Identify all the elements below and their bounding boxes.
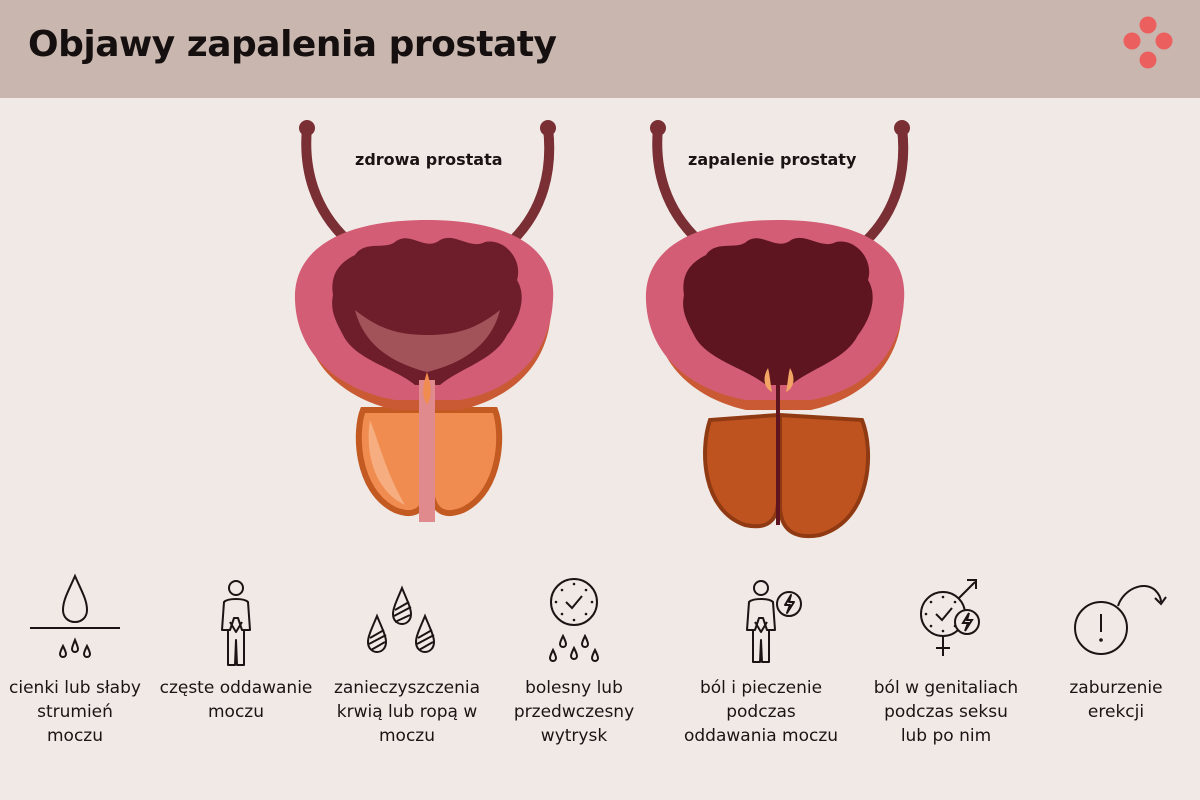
inflamed-prostate-illustration: zapalenie prostaty (640, 110, 925, 540)
symptom-caption: bolesny lub przedwczesny wytrysk (513, 678, 635, 746)
erectile-dysfunction-icon (1074, 585, 1167, 655)
healthy-prostate-drawing (294, 120, 556, 522)
healthy-prostate-illustration: zdrowa prostata (285, 110, 570, 540)
painful-urination-icon (746, 580, 802, 663)
page-title: Objawy zapalenia prostaty (28, 24, 557, 65)
inflamed-prostate-label: zapalenie prostaty (688, 150, 857, 169)
symptom-caption: zaburzenie erekcji (1069, 678, 1163, 722)
symptom-caption: ból w genitaliach podczas seksu lub po n… (873, 678, 1019, 746)
premature-ejaculation-icon (548, 578, 600, 663)
frequent-urination-icon (221, 580, 251, 666)
genital-pain-icon (920, 579, 980, 656)
brand-logo-icon (1123, 16, 1173, 69)
symptom-caption: częste oddawanie moczu (159, 678, 313, 722)
symptom-caption: cienki lub słaby strumień moczu (9, 678, 141, 746)
symptom-caption: ból i pieczenie podczas oddawania moczu (683, 678, 839, 746)
blood-pus-drops-icon (366, 585, 436, 654)
header-bar: Objawy zapalenia prostaty (0, 0, 1200, 98)
inflamed-prostate-drawing (645, 120, 910, 539)
healthy-prostate-label: zdrowa prostata (355, 150, 503, 169)
weak-stream-icon (30, 573, 120, 659)
symptom-caption: zanieczyszczenia krwią lub ropą w moczu (333, 678, 481, 746)
